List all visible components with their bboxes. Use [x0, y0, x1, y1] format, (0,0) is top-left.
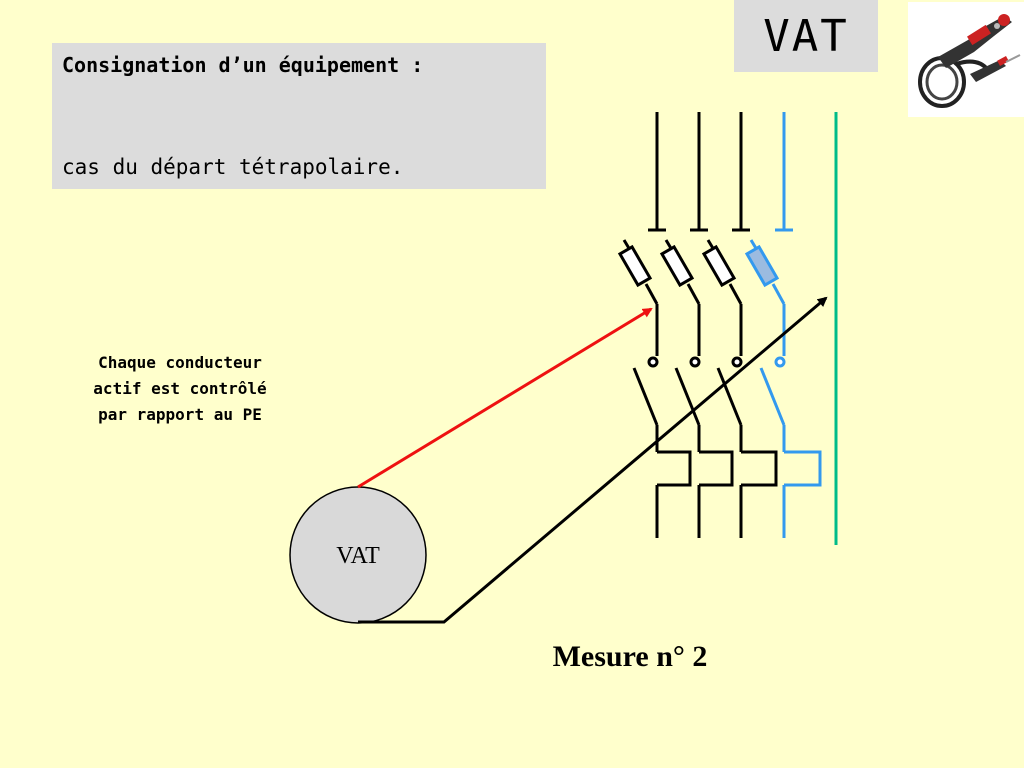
vat-badge: VAT	[734, 0, 878, 72]
vat-tester-label: VAT	[336, 543, 380, 569]
black-probe-lead	[358, 296, 828, 624]
note-line-1: Chaque conducteur	[98, 353, 262, 372]
red-probe-lead	[357, 307, 653, 489]
note-line-2: actif est contrôlé	[93, 379, 267, 398]
phase-conductor-3	[701, 112, 778, 538]
phase-conductor-2	[659, 112, 734, 538]
measurement-caption: Mesure n° 2	[552, 640, 708, 673]
title-panel: Consignation d’un équipement : cas du dé…	[52, 43, 546, 189]
neutral-conductor	[744, 112, 822, 538]
voltage-tester-icon	[918, 14, 1021, 108]
title-subheading: cas du départ tétrapolaire.	[62, 155, 404, 179]
voltage-tester-photo	[908, 2, 1024, 117]
note-line-3: par rapport au PE	[98, 405, 262, 424]
measurement-note: Chaque conducteur actif est contrôlé par…	[60, 350, 300, 428]
title-heading: Consignation d’un équipement :	[62, 53, 424, 77]
phase-conductor-1	[617, 112, 692, 538]
